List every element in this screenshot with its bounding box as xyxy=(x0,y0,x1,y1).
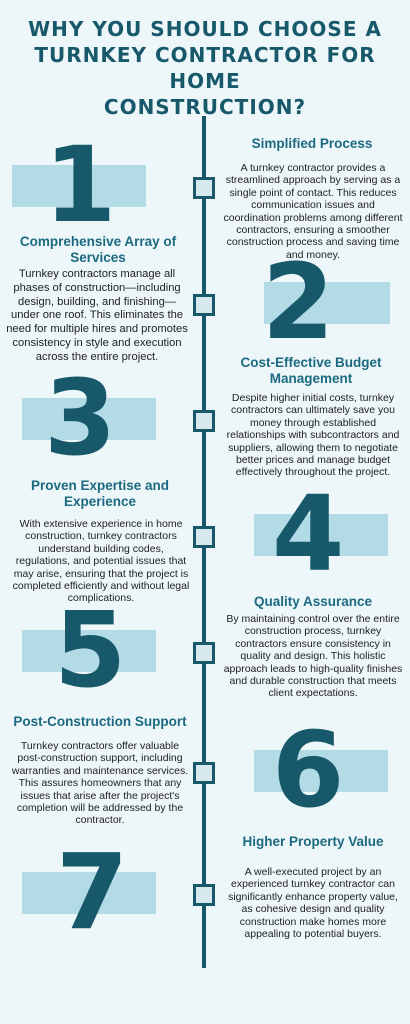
step-4-band xyxy=(254,514,388,556)
step-7-heading: Higher Property Value xyxy=(242,834,384,849)
step-4-number: 4 xyxy=(272,473,345,595)
step-6-number: 6 xyxy=(272,709,345,831)
step-7-marker xyxy=(193,884,215,906)
step-3-heading: Cost-Effective Budget Management xyxy=(240,355,382,386)
page-title: WHY YOU SHOULD CHOOSE A TURNKEY CONTRACT… xyxy=(0,16,410,120)
title-line-1: WHY YOU SHOULD CHOOSE A xyxy=(28,17,382,41)
step-6-text: Turnkey contractors offer valuable post-… xyxy=(11,740,189,827)
step-7-number: 7 xyxy=(56,831,129,953)
step-3-band xyxy=(22,398,156,440)
step-2-text: Turnkey contractors manage all phases of… xyxy=(6,268,188,363)
step-5-heading: Quality Assurance xyxy=(253,594,373,609)
title-line-2: TURNKEY CONTRACTOR FOR HOME xyxy=(34,43,376,93)
step-1-marker xyxy=(193,177,215,199)
step-6-marker xyxy=(193,762,215,784)
step-1-heading: Simplified Process xyxy=(251,136,373,151)
step-4-text: With extensive experience in home constr… xyxy=(12,518,190,605)
step-1-number: 1 xyxy=(44,124,117,246)
step-3-number: 3 xyxy=(44,357,117,479)
step-5-number: 5 xyxy=(54,589,127,711)
step-3-marker xyxy=(193,410,215,432)
step-1-text: A turnkey contractor provides a streamli… xyxy=(223,162,403,261)
step-6-heading: Post-Construction Support xyxy=(13,714,187,729)
step-2-heading: Comprehensive Array of Services xyxy=(19,234,177,265)
step-2-marker xyxy=(193,294,215,316)
step-5-band xyxy=(22,630,156,672)
step-4-marker xyxy=(193,526,215,548)
step-4-heading: Proven Expertise and Experience xyxy=(30,478,170,509)
title-line-3: CONSTRUCTION? xyxy=(103,95,307,119)
step-2-band xyxy=(264,282,390,324)
step-3-text: Despite higher initial costs, turnkey co… xyxy=(226,392,400,479)
step-2-number: 2 xyxy=(262,241,335,363)
step-7-text: A well-executed project by an experience… xyxy=(228,866,398,941)
step-6-band xyxy=(254,750,388,792)
step-1-band xyxy=(12,165,146,207)
step-7-band xyxy=(22,872,156,914)
step-5-text: By maintaining control over the entire c… xyxy=(223,613,403,700)
step-5-marker xyxy=(193,642,215,664)
